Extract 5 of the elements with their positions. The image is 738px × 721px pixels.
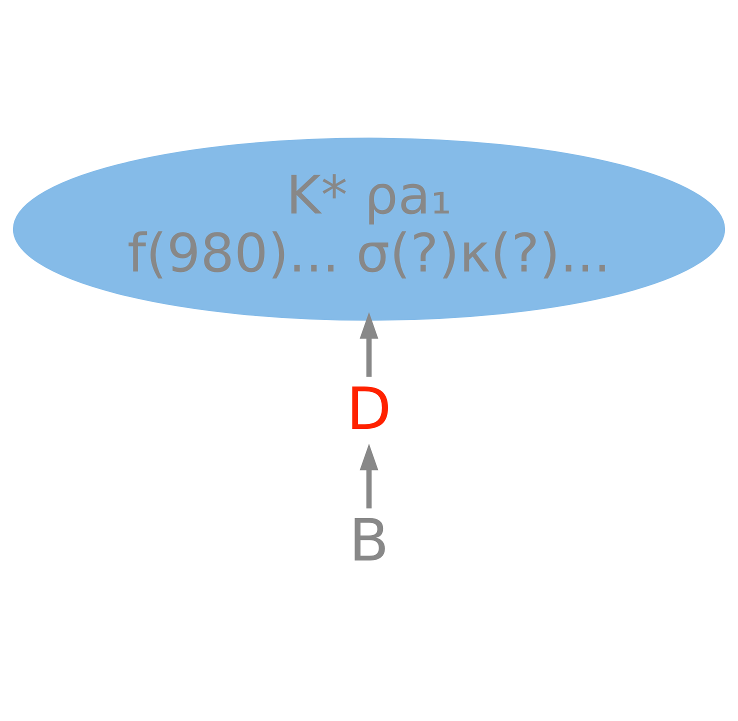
node-text: B <box>348 506 390 574</box>
node-text: D <box>346 375 392 444</box>
node-ellipse: K* ρa₁ f(980)... σ(?)κ(?)... <box>12 138 726 321</box>
arrow <box>360 312 378 377</box>
arrow <box>360 444 378 508</box>
